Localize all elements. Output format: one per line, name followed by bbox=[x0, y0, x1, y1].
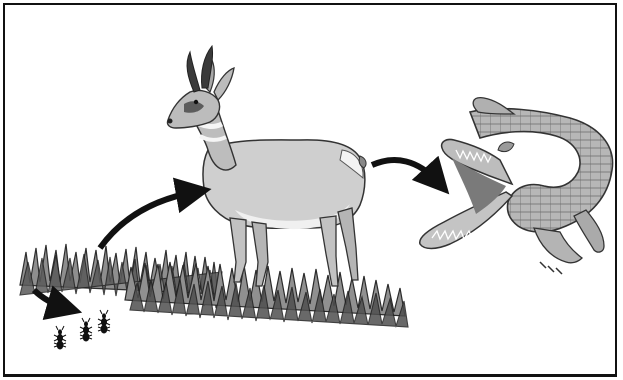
ant-icon bbox=[80, 318, 92, 342]
arrow-pronghorn-to-crocodile bbox=[372, 160, 438, 182]
crocodile-icon bbox=[420, 98, 613, 274]
pronghorn-icon bbox=[167, 46, 366, 286]
ant-icon bbox=[54, 326, 66, 350]
ant-icon bbox=[98, 310, 110, 334]
arrow-grass-to-ants bbox=[34, 290, 66, 308]
arrow-grass-to-pronghorn bbox=[100, 192, 195, 248]
